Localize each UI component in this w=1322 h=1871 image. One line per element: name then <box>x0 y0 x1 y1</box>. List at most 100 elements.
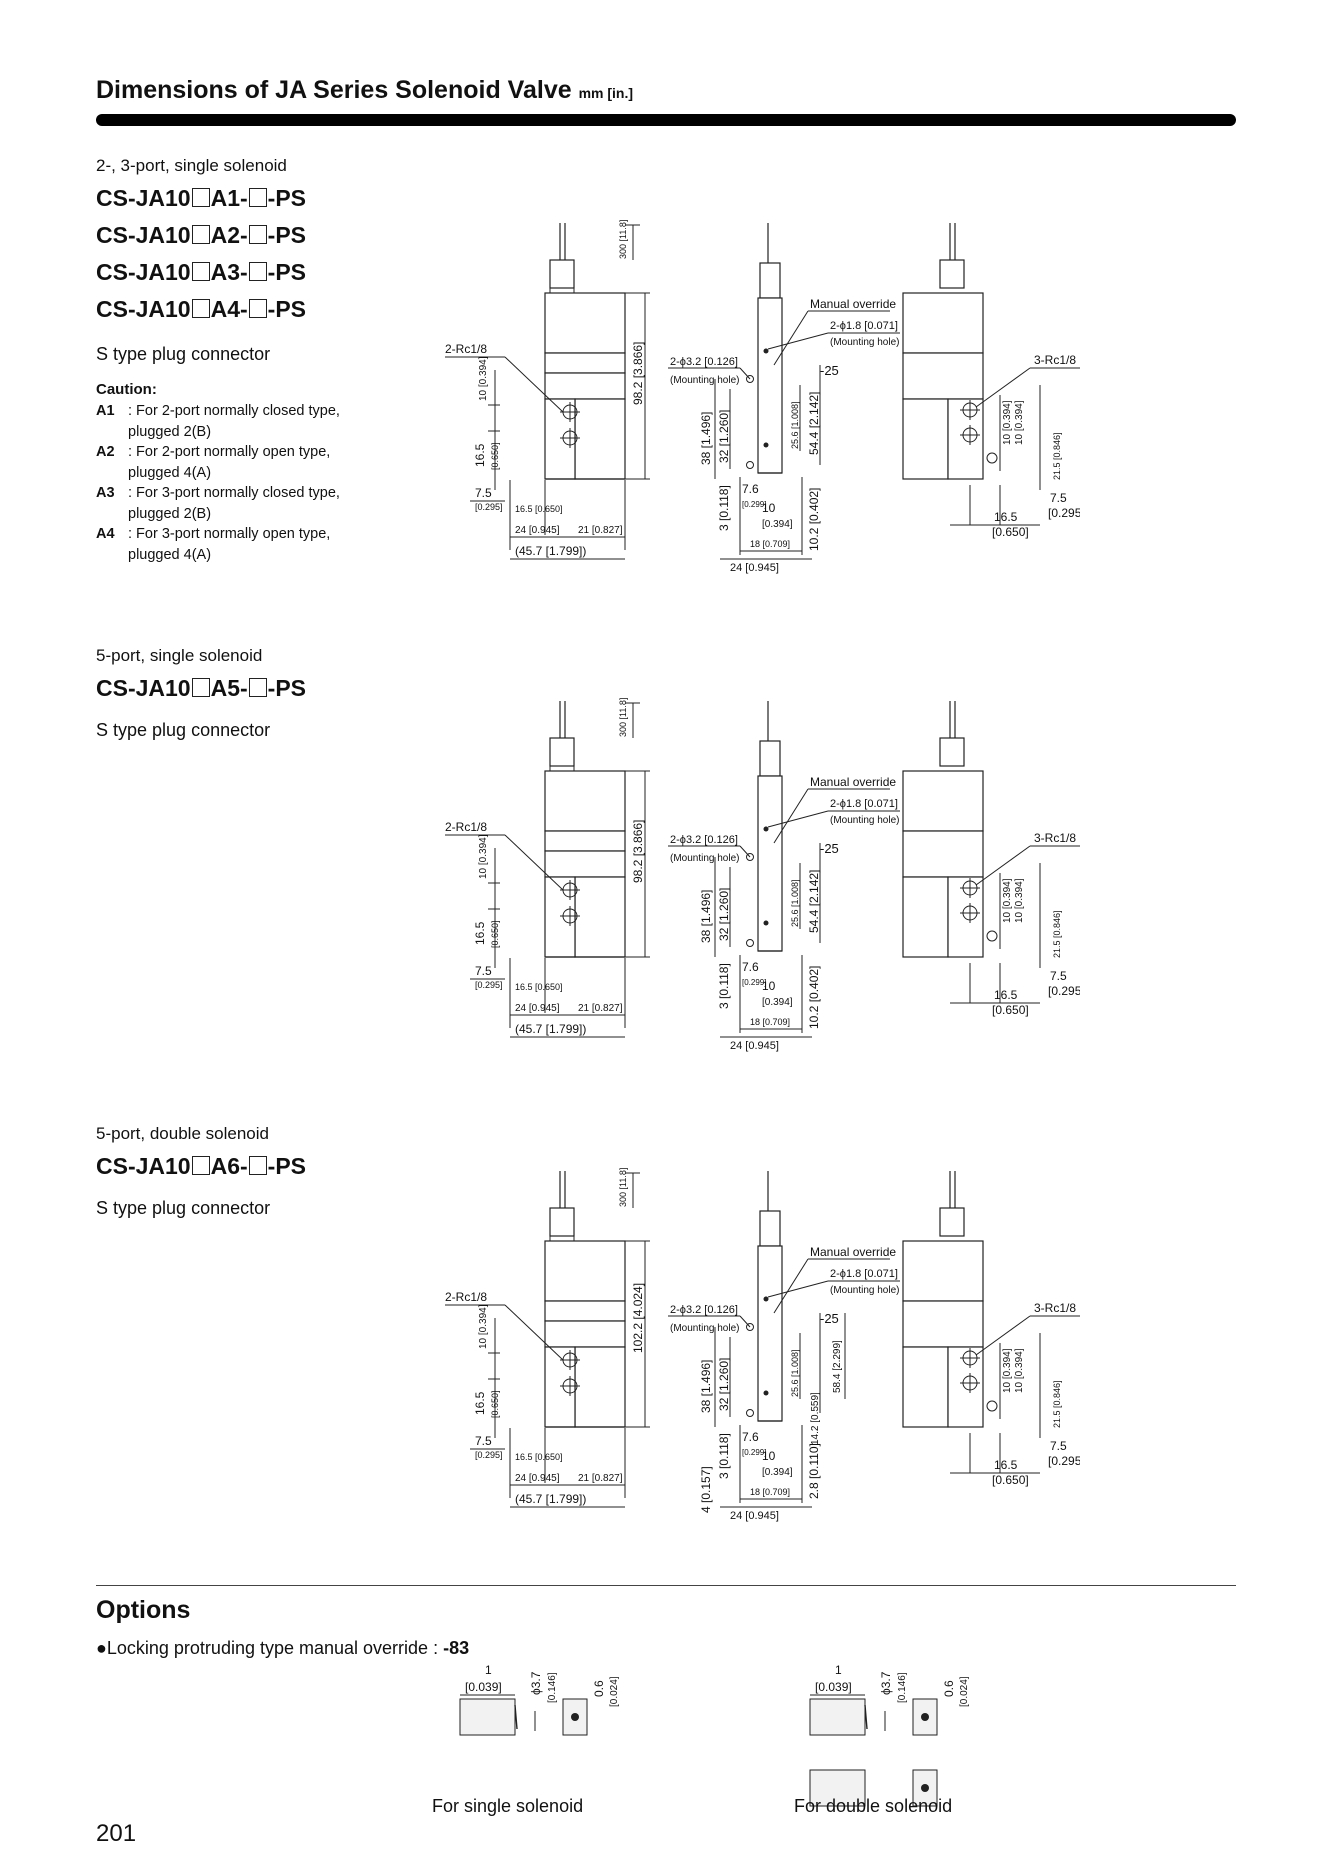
dimension-label: 7.6 <box>742 1430 759 1444</box>
mounting-hole <box>746 1323 754 1331</box>
override-pin <box>571 1713 579 1721</box>
body-outline <box>549 1207 575 1237</box>
body-outline <box>549 737 575 767</box>
body-outline <box>574 876 626 958</box>
dimension-label: [0.650] <box>490 1390 500 1418</box>
body-outline <box>574 398 626 480</box>
dimension-label: 10 [0.394] <box>478 1304 489 1349</box>
caution-list: A1: For 2-port normally closed type, plu… <box>96 403 340 563</box>
dimension-label: 0.6 <box>592 1680 606 1697</box>
override-body <box>459 1698 516 1736</box>
body-outline <box>549 259 575 289</box>
mounting-hole <box>763 826 769 832</box>
dimension-label: 7.5 <box>1050 969 1067 983</box>
dimension-label: 98.2 [3.866] <box>631 342 645 405</box>
options-title: Options <box>96 1596 191 1624</box>
mounting-hole <box>763 348 769 354</box>
caution-item: A2: For 2-port normally open type, <box>96 444 331 460</box>
body-outline <box>902 1240 984 1302</box>
dimension-label: (45.7 [1.799]) <box>515 1492 586 1506</box>
dim-line <box>739 367 751 380</box>
body-outline <box>902 292 984 354</box>
dimension-label: [0.299] <box>742 500 766 509</box>
dimension-label: 16.5 <box>994 510 1018 524</box>
dimension-label: [0.024] <box>609 1676 620 1707</box>
dimension-label: 10 [0.394] <box>1014 400 1025 445</box>
dimension-label: 3 [0.118] <box>717 1433 731 1479</box>
dimension-label: 10 [0.394] <box>478 356 489 401</box>
dimension-label: 2-ϕ3.2 [0.126] <box>670 356 738 368</box>
dimension-label: Manual override <box>810 775 896 789</box>
dimension-label: 16.5 [0.650] <box>515 982 563 992</box>
body-outline <box>939 1207 965 1237</box>
dimension-label: Manual override <box>810 1245 896 1259</box>
dim-line <box>504 1304 564 1361</box>
dimension-label: 98.2 [3.866] <box>631 820 645 883</box>
dimension-label: [0.295] <box>475 1450 503 1460</box>
dimension-label: 2-Rc1/8 <box>445 820 487 834</box>
dimension-label: 300 [11.8] <box>618 698 628 737</box>
body-outline <box>759 1210 781 1247</box>
dimension-label: [0.039] <box>815 1680 852 1694</box>
dimension-label: 0.6 <box>942 1680 956 1697</box>
body-outline <box>544 292 626 354</box>
dimension-label: [0.295] <box>475 980 503 990</box>
dimension-label: 38 [1.496] <box>699 412 713 465</box>
page-number: 201 <box>96 1820 137 1847</box>
dimension-label: 10 [0.394] <box>1014 878 1025 923</box>
dimension-label: (Mounting hole) <box>830 337 899 348</box>
override-pin <box>921 1784 929 1792</box>
dimension-label: 10 [0.394] <box>1002 878 1013 923</box>
dim-line <box>773 310 809 366</box>
caution-item: A3: For 3-port normally closed type, <box>96 485 340 501</box>
unit-label: mm [in.] <box>578 85 634 101</box>
body-outline <box>544 830 626 852</box>
dimension-label: 16.5 <box>994 1458 1018 1472</box>
dimension-label: [0.650] <box>992 1003 1029 1017</box>
dimension-label: [0.039] <box>465 1680 502 1694</box>
title-rule <box>96 114 1236 126</box>
dimension-label: [0.299] <box>742 978 766 987</box>
body-outline <box>759 262 781 299</box>
caption-double: For double solenoid <box>794 1796 953 1816</box>
mounting-hole <box>746 461 754 469</box>
connector-type-1: S type plug connector <box>96 344 271 364</box>
dimension-label: [0.650] <box>992 1473 1029 1487</box>
dimension-label: 10 [0.394] <box>1002 1348 1013 1393</box>
dim-line <box>739 1315 751 1328</box>
option-drawing-single: 1[0.039]ϕ3.7[0.146]0.6[0.024] <box>459 1663 620 1736</box>
dimension-label: 7.5 <box>475 964 492 978</box>
dimension-label: [0.394] <box>762 1467 793 1478</box>
dimension-label: 38 [1.496] <box>699 1360 713 1413</box>
option-code-label: -25 <box>820 1311 839 1326</box>
dimension-label: ϕ3.7 <box>529 1671 543 1695</box>
dimension-label: [0.394] <box>762 997 793 1008</box>
options-line: ●Locking protruding type manual override… <box>96 1638 470 1658</box>
body-outline <box>947 1346 984 1428</box>
dimension-label: 10.2 [0.402] <box>807 966 821 1029</box>
dimension-label: (Mounting hole) <box>830 815 899 826</box>
page-title: Dimensions of JA Series Solenoid Valve m… <box>96 76 633 105</box>
body-outline <box>757 297 783 474</box>
dimension-label: 32 [1.260] <box>717 888 731 941</box>
mounting-hole <box>763 1296 769 1302</box>
dimension-label: 21.5 [0.846] <box>1052 432 1062 480</box>
dimension-label: 58.4 [2.299] <box>832 1340 843 1393</box>
dimension-label: 14.2 [0.559] <box>810 1392 821 1445</box>
dimension-label: 24 [0.945] <box>730 1510 779 1522</box>
dimension-label: 24 [0.945] <box>730 562 779 574</box>
option-code-label: -25 <box>820 841 839 856</box>
connector-type-3: S type plug connector <box>96 1198 271 1218</box>
dimension-label: 10 <box>762 979 776 993</box>
body-outline <box>902 830 984 878</box>
dimension-label: (Mounting hole) <box>830 1285 899 1296</box>
port-circle <box>986 452 998 464</box>
mounting-hole <box>763 920 769 926</box>
dimension-label: 2-Rc1/8 <box>445 342 487 356</box>
dimension-label: 2-ϕ1.8 [0.071] <box>830 798 898 810</box>
